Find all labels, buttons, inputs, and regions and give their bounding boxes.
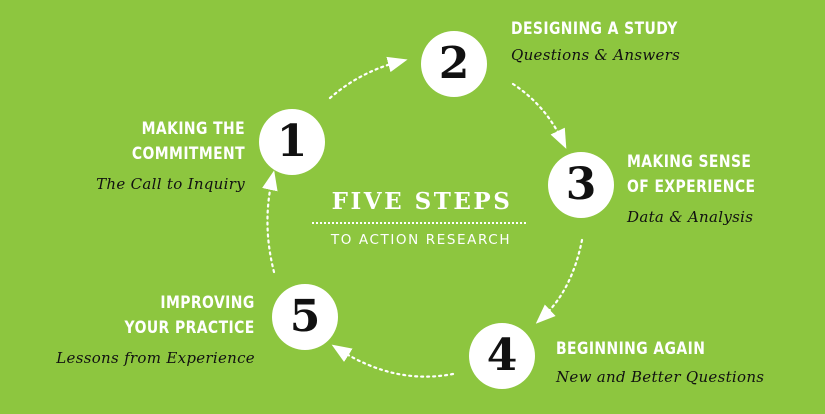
step-5-heading-line-1: IMPROVING bbox=[160, 293, 255, 313]
arrow-1-to-2 bbox=[328, 56, 408, 100]
title-divider bbox=[312, 222, 526, 224]
step-3-heading-line-1: MAKING SENSE bbox=[627, 152, 752, 172]
arrow-5-to-1 bbox=[262, 170, 278, 274]
step-1-heading-line-2: COMMITMENT bbox=[131, 144, 245, 164]
step-3-number: 3 bbox=[565, 159, 597, 210]
arrow-2-to-3 bbox=[511, 82, 567, 149]
step-2-heading-line-1: DESIGNING A STUDY bbox=[511, 19, 678, 39]
step-2-heading: DESIGNING A STUDY bbox=[511, 17, 678, 42]
step-4-number: 4 bbox=[486, 330, 518, 381]
step-5-subtitle: Lessons from Experience bbox=[56, 349, 255, 367]
step-3-heading: MAKING SENSE OF EXPERIENCE bbox=[627, 150, 755, 200]
step-5-heading: IMPROVING YOUR PRACTICE bbox=[125, 291, 255, 341]
arrow-3-to-4 bbox=[535, 238, 584, 324]
diagram-title: FIVE STEPS bbox=[331, 188, 513, 215]
diagram-subtitle: TO ACTION RESEARCH bbox=[330, 232, 512, 248]
step-3-subtitle: Data & Analysis bbox=[627, 208, 754, 226]
step-4-subtitle: New and Better Questions bbox=[556, 368, 765, 386]
arrow-4-to-5 bbox=[331, 344, 455, 378]
step-5-number: 5 bbox=[289, 291, 321, 342]
step-3-heading-line-2: OF EXPERIENCE bbox=[627, 177, 756, 197]
step-1-heading: MAKING THE COMMITMENT bbox=[132, 117, 245, 167]
step-4-circle: 4 bbox=[469, 323, 535, 389]
step-5-circle: 5 bbox=[272, 284, 338, 350]
step-1-circle: 1 bbox=[259, 109, 325, 175]
step-2-number: 2 bbox=[438, 38, 470, 89]
step-1-heading-line-1: MAKING THE bbox=[141, 119, 245, 139]
step-3-circle: 3 bbox=[548, 152, 614, 218]
step-2-circle: 2 bbox=[421, 31, 487, 97]
step-4-heading-line-1: BEGINNING AGAIN bbox=[556, 339, 706, 359]
step-1-number: 1 bbox=[276, 116, 308, 167]
step-5-heading-line-2: YOUR PRACTICE bbox=[124, 318, 255, 338]
step-4-heading: BEGINNING AGAIN bbox=[556, 337, 705, 362]
step-1-subtitle: The Call to Inquiry bbox=[96, 175, 245, 193]
step-2-subtitle: Questions & Answers bbox=[511, 46, 681, 64]
